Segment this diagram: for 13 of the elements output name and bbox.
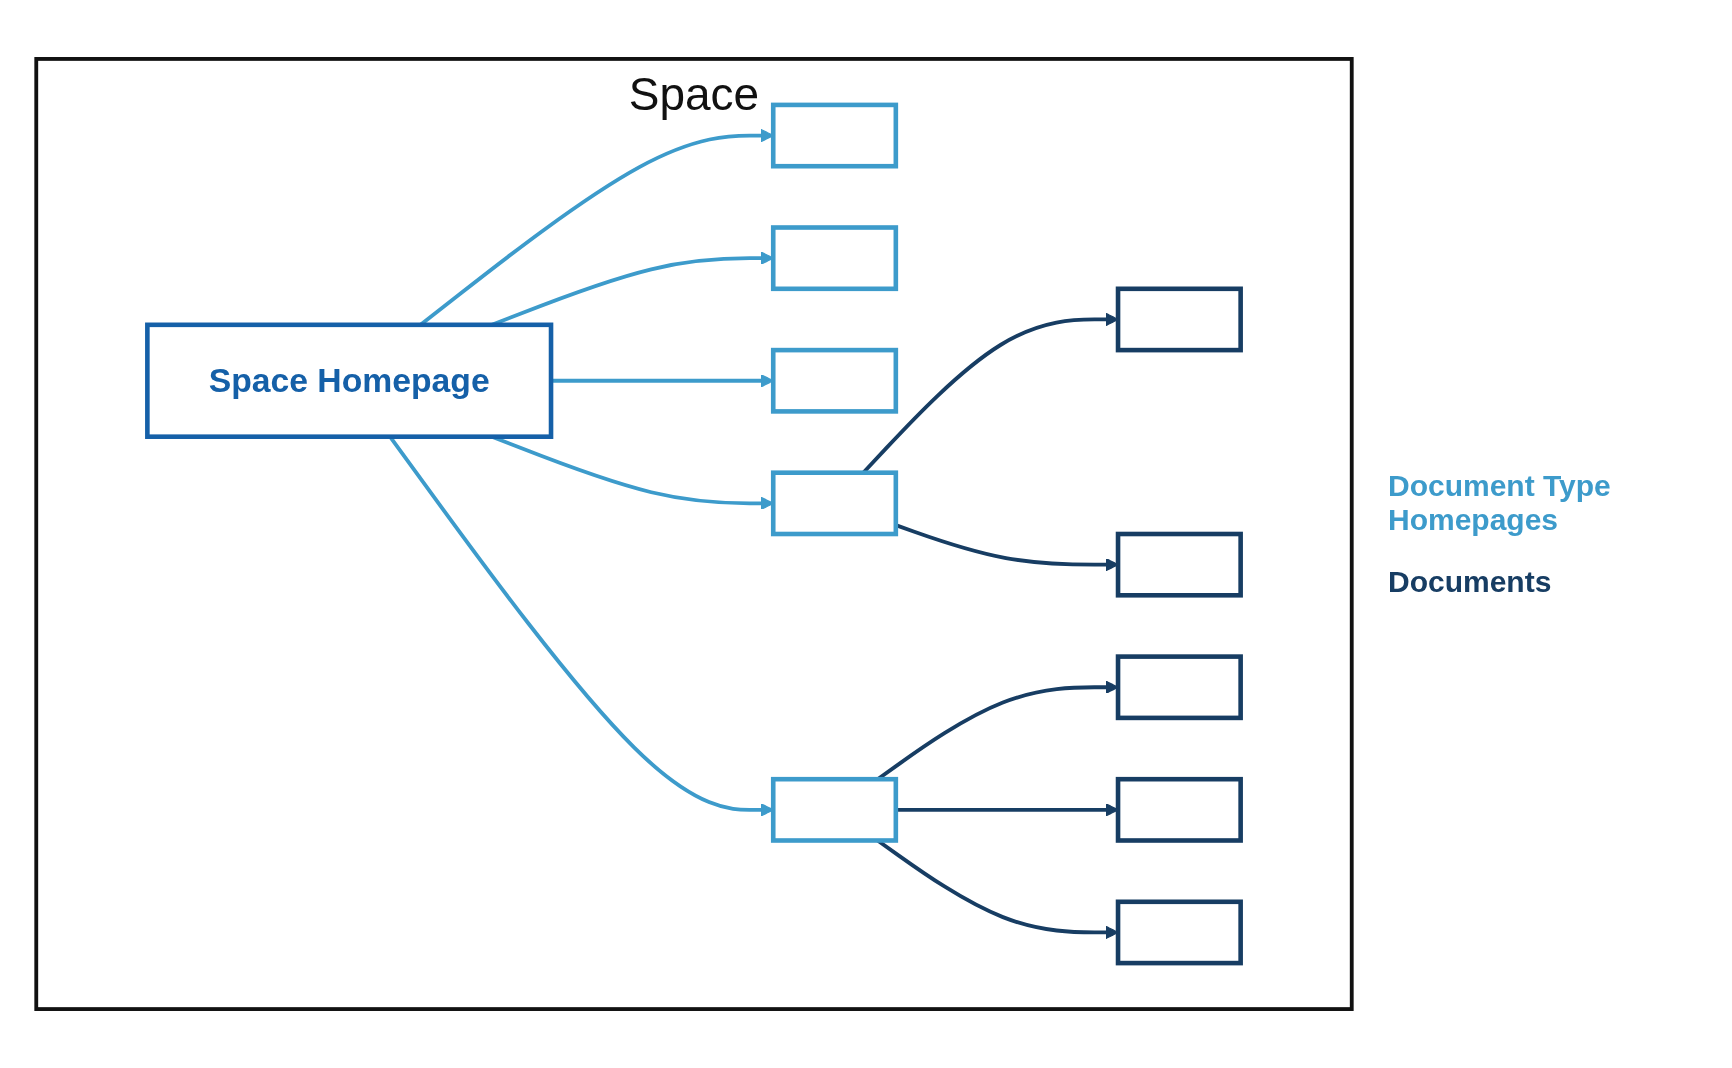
node-box bbox=[770, 225, 899, 292]
node-box bbox=[1115, 531, 1243, 598]
annotation-label: Document Type Homepages bbox=[1388, 469, 1612, 537]
node-box bbox=[770, 102, 899, 169]
node-box bbox=[1115, 654, 1243, 721]
annotation-label: Documents bbox=[1388, 565, 1552, 599]
node-box bbox=[1115, 776, 1243, 843]
node-box bbox=[770, 470, 899, 537]
node-box bbox=[770, 347, 899, 414]
node-box: Space Homepage bbox=[145, 322, 554, 439]
node-box bbox=[770, 776, 899, 843]
node-box bbox=[1115, 286, 1243, 353]
node-box bbox=[1115, 899, 1243, 966]
